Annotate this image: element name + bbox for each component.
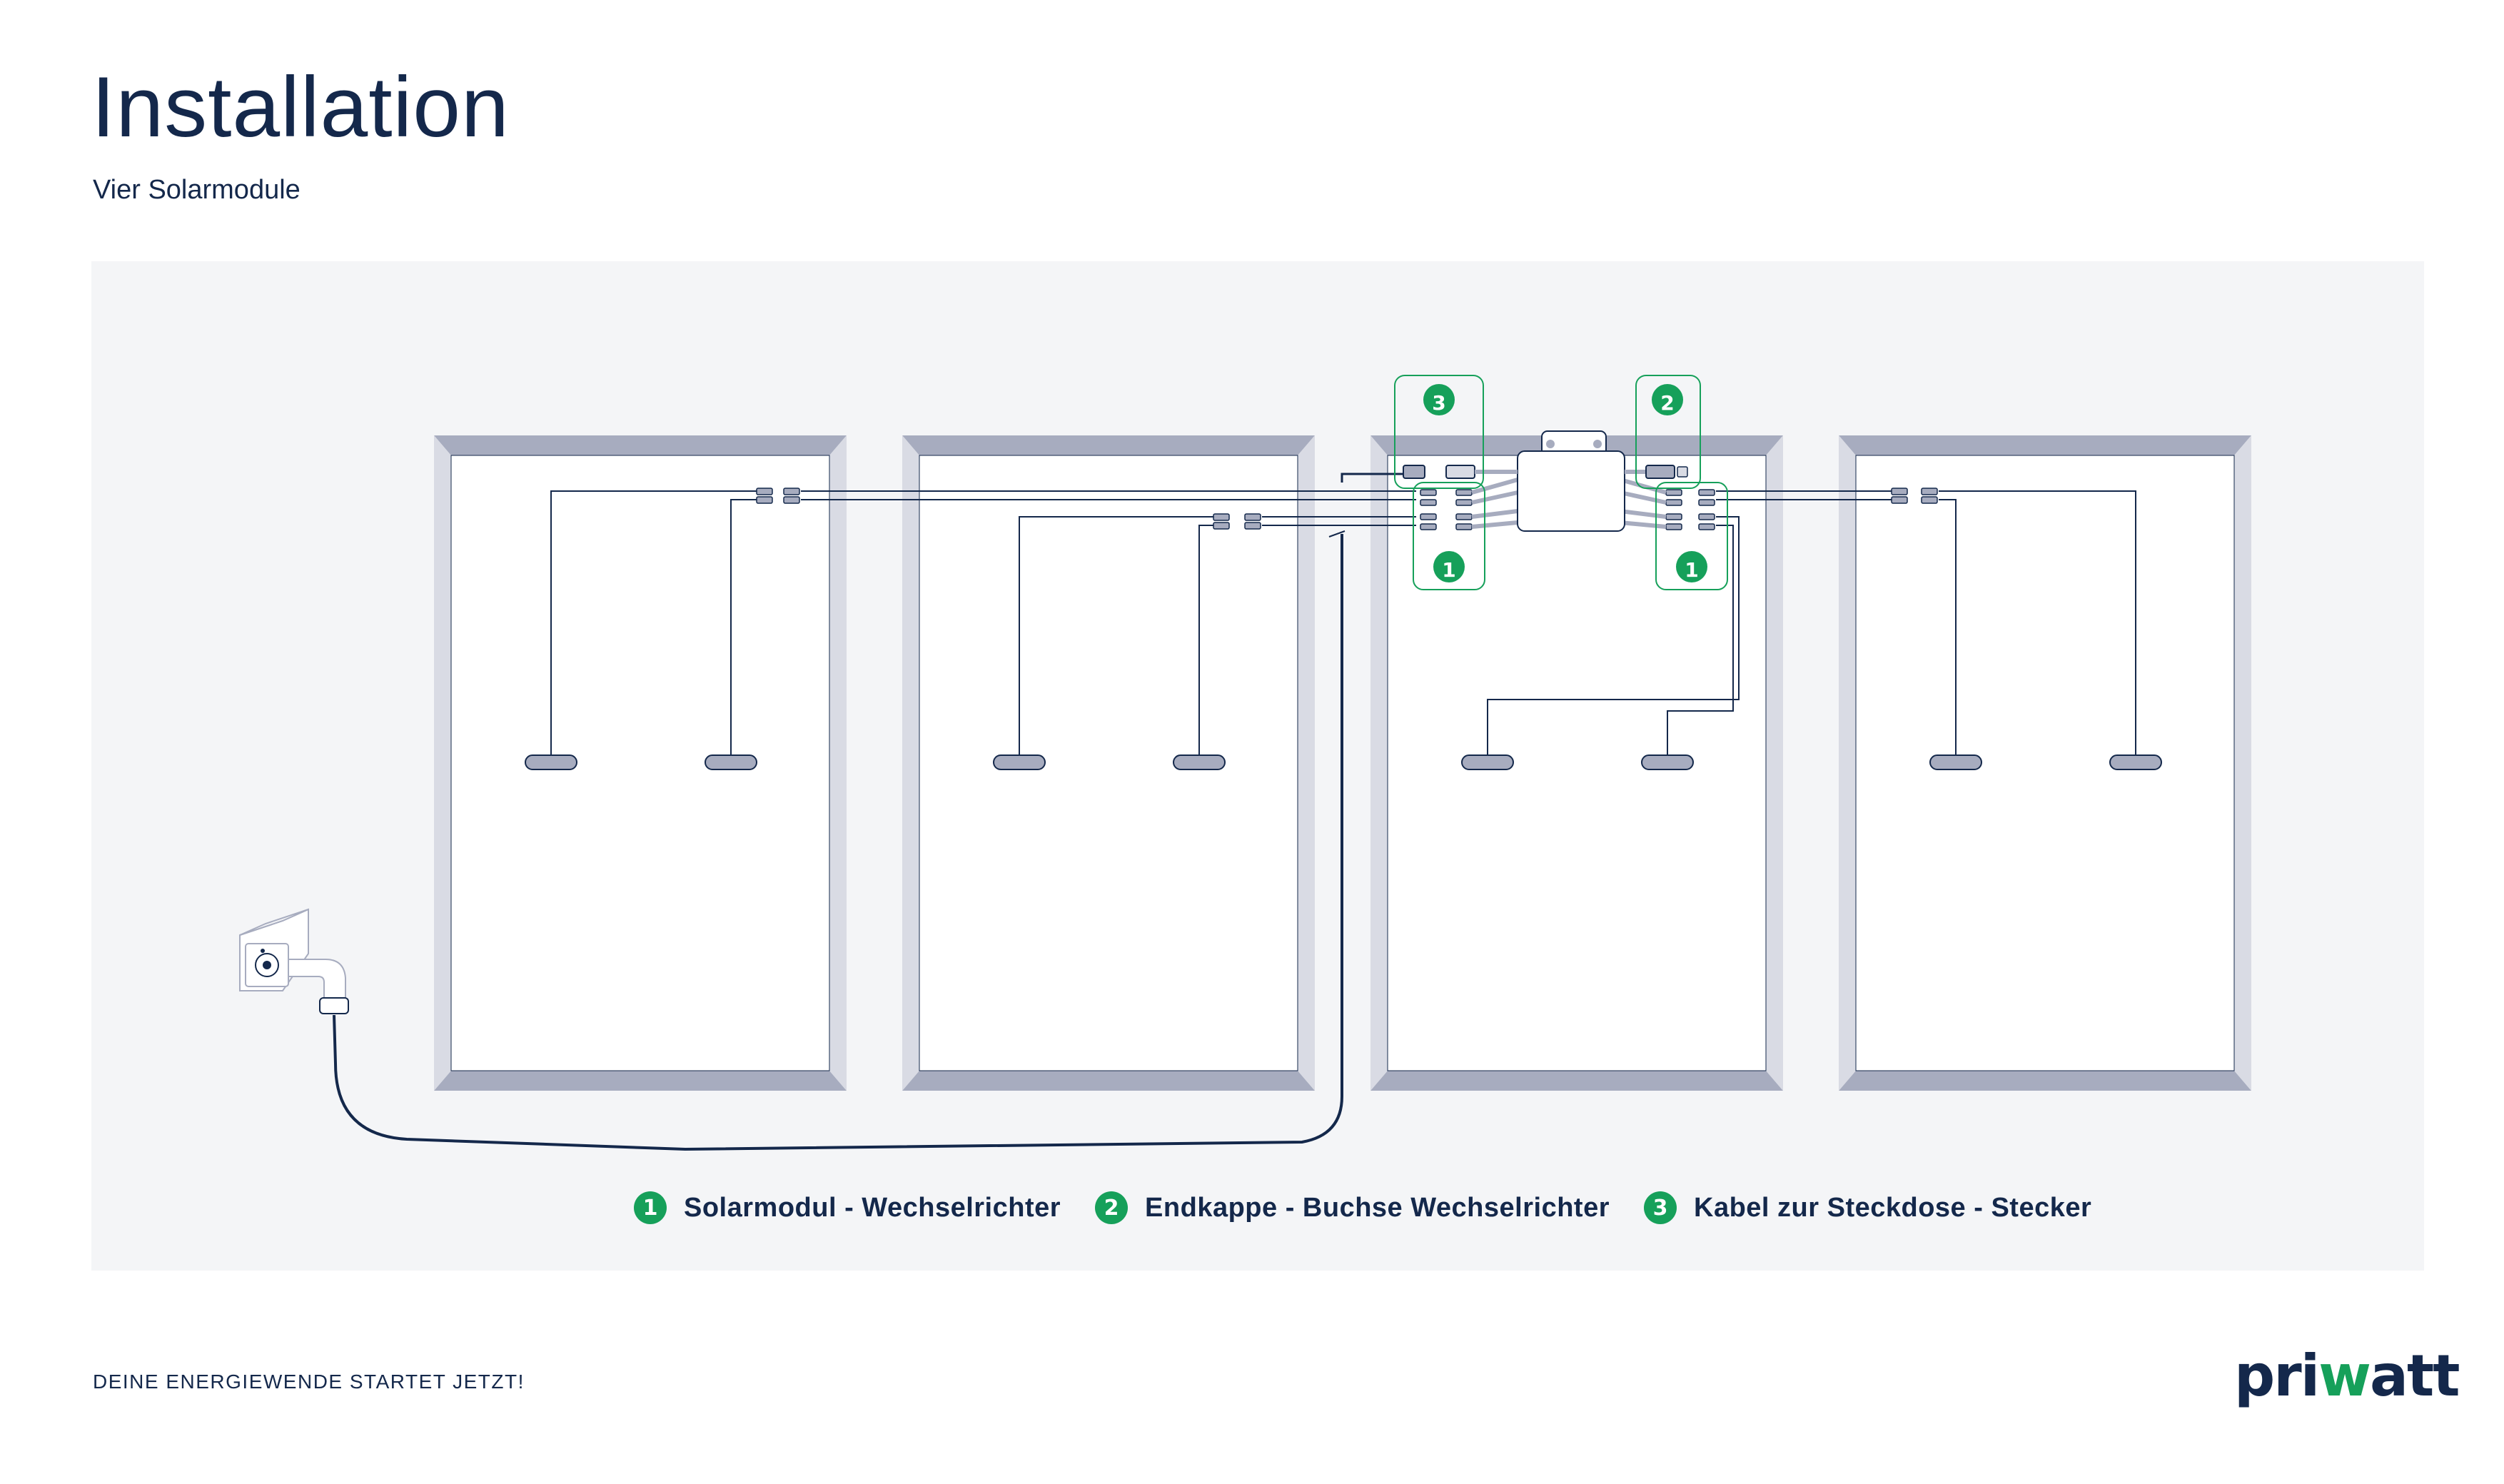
page-title: Installation bbox=[91, 59, 510, 155]
ac-cable bbox=[333, 530, 1346, 1151]
callout-boxes bbox=[1394, 375, 1728, 590]
legend-label: Kabel zur Steckdose - Stecker bbox=[1694, 1192, 2092, 1223]
ac-cable-connectors bbox=[1341, 465, 1688, 483]
schuko-plug bbox=[288, 959, 349, 1014]
logo-part: att bbox=[2370, 1343, 2460, 1409]
installation-diagram: 3 2 1 1 bbox=[91, 261, 2424, 1271]
solar-panel-4 bbox=[1839, 435, 2251, 1091]
footer-tagline: DEINE ENERGIEWENDE STARTET JETZT! bbox=[93, 1371, 525, 1393]
logo-part-accent: w bbox=[2318, 1343, 2371, 1409]
junction-boxes bbox=[525, 754, 2162, 770]
micro-inverter bbox=[1471, 430, 1667, 532]
solar-panel-2 bbox=[902, 435, 1315, 1091]
logo-part: pri bbox=[2234, 1343, 2320, 1409]
legend-badge: 2 bbox=[1095, 1191, 1129, 1224]
module-cables bbox=[550, 490, 2136, 755]
legend-label: Endkappe - Buchse Wechselrichter bbox=[1145, 1192, 1610, 1223]
priwatt-logo: priwatt bbox=[2234, 1341, 2460, 1412]
page-subtitle: Vier Solarmodule bbox=[93, 175, 301, 205]
legend-label: Solarmodul - Wechselrichter bbox=[684, 1192, 1061, 1223]
callout-number-2: 2 bbox=[1660, 390, 1675, 415]
callout-number-1-right: 1 bbox=[1685, 557, 1699, 582]
callout-number-1-left: 1 bbox=[1442, 557, 1456, 582]
legend-item-1: 1 Solarmodul - Wechselrichter bbox=[634, 1191, 1061, 1224]
solar-panel-3 bbox=[1370, 435, 1783, 1091]
legend-item-3: 3 Kabel zur Steckdose - Stecker bbox=[1644, 1191, 2091, 1224]
legend: 1 Solarmodul - Wechselrichter 2 Endkappe… bbox=[634, 1186, 2126, 1229]
solar-panel-1 bbox=[434, 435, 847, 1091]
callout-number-3: 3 bbox=[1432, 390, 1446, 415]
legend-badge: 3 bbox=[1644, 1191, 1677, 1224]
wall-socket bbox=[239, 908, 309, 991]
legend-badge: 1 bbox=[634, 1191, 667, 1224]
callout-badges bbox=[1423, 384, 1707, 582]
legend-item-2: 2 Endkappe - Buchse Wechselrichter bbox=[1095, 1191, 1610, 1224]
